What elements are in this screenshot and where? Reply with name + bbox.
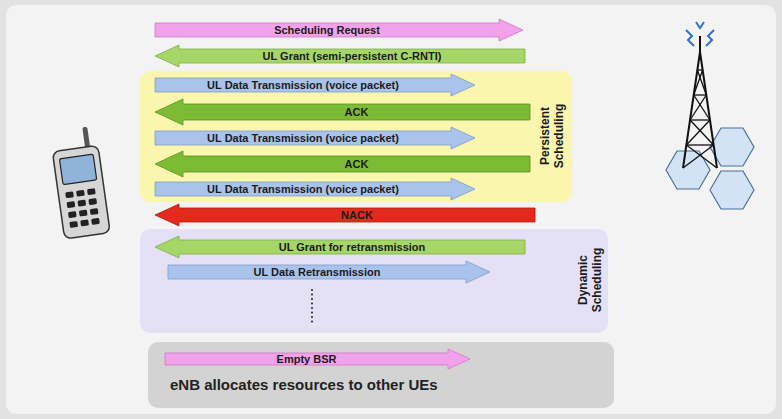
phase-band <box>140 71 572 202</box>
phone-key <box>90 208 99 215</box>
cell-hexagon <box>710 171 754 209</box>
message-arrow: ACK <box>155 99 530 125</box>
message-label: Empty BSR <box>277 353 337 365</box>
arrow-shape <box>155 99 530 125</box>
radio-waves <box>686 22 714 46</box>
tower-brace <box>697 69 702 70</box>
block-arrow <box>155 204 535 226</box>
tower-brace <box>694 70 703 95</box>
message-arrow: Scheduling Request <box>155 19 523 41</box>
block-arrow <box>165 349 470 369</box>
continuation-dot <box>311 293 313 295</box>
message-label: UL Grant (semi-persistent C-RNTI) <box>263 50 442 62</box>
cell-hexagons <box>666 128 754 209</box>
radio-tower <box>683 36 717 168</box>
arrow-shape <box>155 151 530 177</box>
phase-band <box>140 229 608 333</box>
tower-brace <box>690 120 714 145</box>
tower-brace <box>694 94 707 95</box>
message-arrow: UL Grant (semi-persistent C-RNTI) <box>155 45 525 67</box>
phase-region: Persistent Scheduling UL Data Transmissio… <box>140 71 572 202</box>
phone-key <box>79 210 88 217</box>
continuation-dot <box>311 307 313 309</box>
phase-region: eNB allocates resources to other UEs Empt… <box>148 342 614 408</box>
block-arrow <box>155 178 475 200</box>
message-arrow: NACK <box>155 204 535 226</box>
cell-hexagon <box>666 151 710 189</box>
continuation-dot <box>311 298 313 300</box>
band-shape <box>148 342 614 408</box>
phone-screen <box>59 154 96 184</box>
block-arrow <box>168 261 490 283</box>
message-arrow: UL Data Retransmission <box>168 261 490 283</box>
message-arrow: ACK <box>155 151 530 177</box>
phase-label: Dynamic Scheduling <box>576 238 604 322</box>
message-arrow: Empty BSR <box>165 349 470 369</box>
signal-mark <box>696 22 704 28</box>
block-arrow <box>155 99 530 125</box>
phase-band <box>148 342 614 408</box>
tower-mast <box>699 36 701 54</box>
block-arrow <box>155 151 530 177</box>
message-arrow: UL Data Transmission (voice packet) <box>155 178 475 200</box>
message-label: UL Data Transmission (voice packet) <box>207 79 399 91</box>
signal-mark <box>686 30 694 46</box>
block-arrow <box>155 45 525 67</box>
block-arrow <box>155 127 475 149</box>
tower-brace <box>683 145 714 168</box>
block-arrow <box>155 19 523 41</box>
signal-mark <box>706 30 714 46</box>
tower-brace <box>686 144 713 145</box>
continuation-dot <box>311 289 313 291</box>
message-arrow: UL Data Transmission (voice packet) <box>155 127 475 149</box>
block-arrow <box>155 74 475 96</box>
continuation-dot <box>311 320 313 322</box>
phone-key <box>68 211 77 218</box>
phone-key <box>80 219 89 226</box>
tower-brace <box>690 95 706 120</box>
note-text: eNB allocates resources to other UEs <box>170 376 438 394</box>
message-label: UL Data Transmission (voice packet) <box>207 132 399 144</box>
phone-key <box>77 200 86 207</box>
phase-region: Dynamic Scheduling UL Grant for retransmi… <box>140 229 608 333</box>
phone-body <box>52 145 110 239</box>
phone-keypad <box>65 188 100 228</box>
message-label: UL Grant for retransmission <box>279 241 426 253</box>
tower-brace <box>686 145 717 168</box>
block-arrow <box>155 236 525 258</box>
phone-key <box>65 191 74 198</box>
tower-brace <box>690 119 710 120</box>
phone-key <box>88 198 97 205</box>
tower-brace <box>694 95 710 120</box>
message-label: ACK <box>345 106 369 118</box>
phone-key <box>76 190 85 197</box>
message-arrow: UL Data Transmission (voice packet) <box>155 74 475 96</box>
message-label: Scheduling Request <box>274 24 380 36</box>
continuation-dot <box>311 316 313 318</box>
message-arrow: UL Grant for retransmission <box>155 236 525 258</box>
phone-key <box>69 221 78 228</box>
mobile-phone <box>50 126 111 239</box>
continuation-dot <box>311 311 313 313</box>
tower-braces <box>683 70 717 168</box>
panel <box>6 5 776 414</box>
tower-brace <box>686 120 710 145</box>
message-label: UL Data Retransmission <box>254 266 381 278</box>
message-label: UL Data Transmission (voice packet) <box>207 183 399 195</box>
phase-label: Persistent Scheduling <box>538 94 566 178</box>
phone-key <box>87 188 96 195</box>
phone-key <box>91 218 100 225</box>
phone-key <box>67 201 76 208</box>
message-label: NACK <box>341 209 373 221</box>
continuation-dot <box>311 302 313 304</box>
message-label: ACK <box>345 158 369 170</box>
